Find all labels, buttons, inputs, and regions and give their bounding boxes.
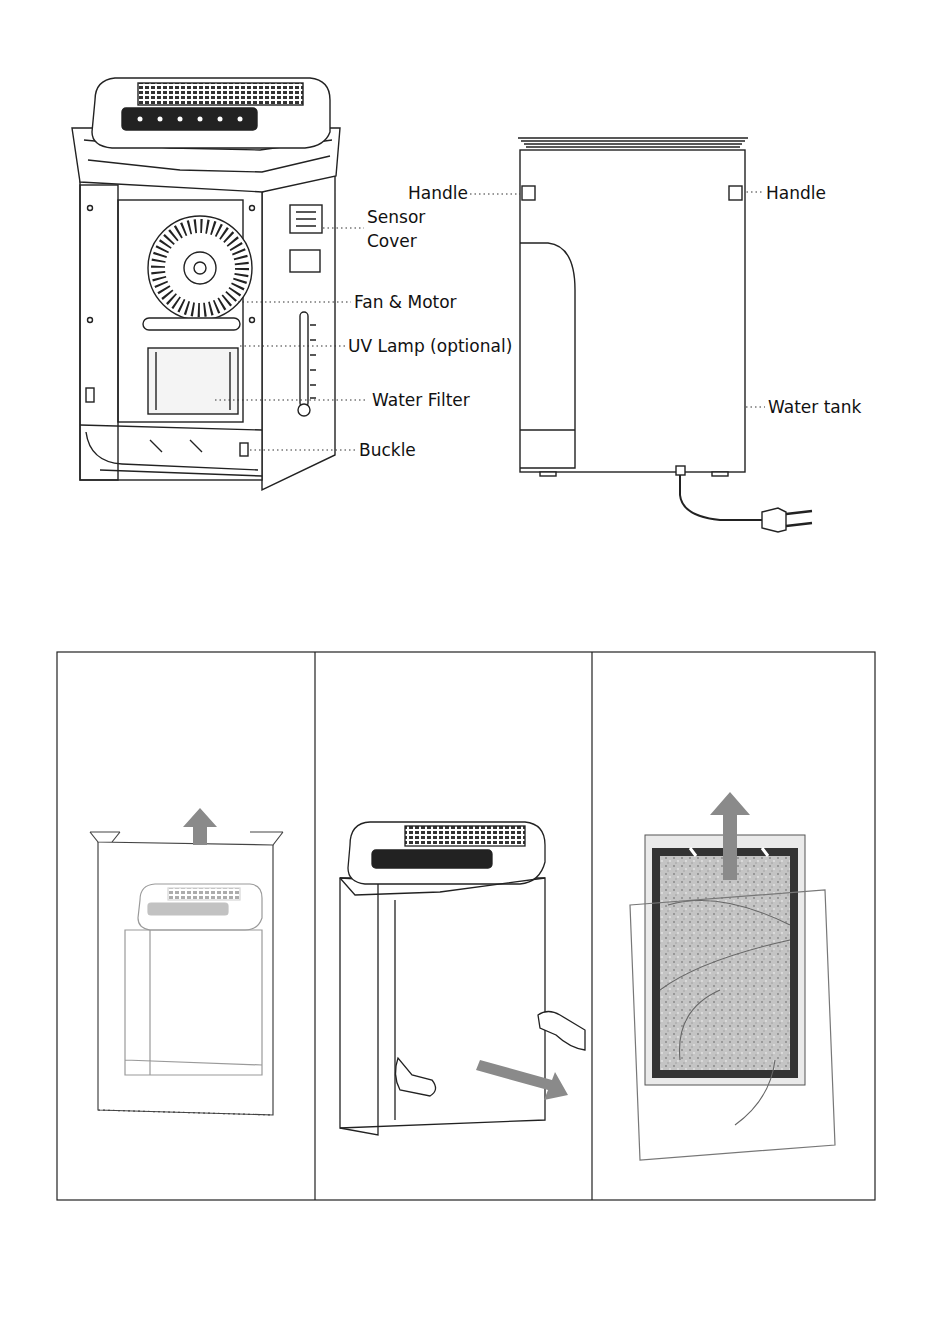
base-tray xyxy=(80,425,262,470)
right-hand xyxy=(538,1012,585,1051)
screw-hole xyxy=(250,318,255,323)
side-face xyxy=(262,160,335,490)
leader-line xyxy=(215,399,368,400)
uv-lamp xyxy=(143,318,240,330)
box-bottom xyxy=(98,1110,273,1115)
panel xyxy=(148,903,228,915)
top-fins xyxy=(518,138,748,147)
leader-line xyxy=(240,345,345,346)
side-slot xyxy=(290,250,320,272)
tank-line xyxy=(520,429,575,430)
lift-arrow xyxy=(183,808,217,845)
left-hand xyxy=(395,1058,435,1096)
bag-creases xyxy=(660,901,790,1126)
front-face xyxy=(80,180,262,480)
sensor-cover xyxy=(290,205,322,233)
handle xyxy=(729,186,742,200)
gauge-bulb xyxy=(298,404,310,416)
handle xyxy=(522,186,535,200)
filter-border xyxy=(652,848,798,1078)
box xyxy=(98,842,273,1115)
control-buttons xyxy=(138,117,243,122)
button xyxy=(218,117,223,122)
left-buckle xyxy=(86,388,94,402)
plug xyxy=(762,508,786,532)
leader-line xyxy=(238,301,351,302)
step-panels xyxy=(57,652,875,1200)
box-flaps xyxy=(90,832,283,845)
panel-dividers xyxy=(315,652,592,1200)
power-cord xyxy=(680,475,762,520)
fan xyxy=(148,216,252,320)
button xyxy=(158,117,163,122)
part-label: Handle xyxy=(766,181,826,205)
step-unbox xyxy=(90,808,283,1115)
fan-axle xyxy=(194,262,206,274)
grille xyxy=(168,888,240,900)
button xyxy=(198,117,203,122)
plastic-bag xyxy=(630,890,835,1160)
part-label: Fan & Motor xyxy=(354,290,457,314)
part-label: Water tank xyxy=(768,395,861,419)
buckle xyxy=(240,443,248,456)
step-remove-cover xyxy=(340,822,585,1135)
gauge-ticks xyxy=(310,325,316,398)
purifier-in-box xyxy=(125,884,262,1075)
button xyxy=(238,117,243,122)
top-cap xyxy=(92,78,330,148)
side-body xyxy=(520,150,745,472)
sensor-slots xyxy=(296,212,316,226)
purifier-front-view xyxy=(72,78,340,490)
screw-hole xyxy=(250,206,255,211)
pull-arrow xyxy=(710,792,750,880)
side-edge xyxy=(340,878,395,1135)
air-outlet-grille xyxy=(138,83,303,105)
cord-socket xyxy=(676,466,685,475)
filter-media xyxy=(660,856,790,1070)
filter-frame xyxy=(156,352,230,410)
grille xyxy=(405,826,525,846)
foot xyxy=(540,472,556,476)
screw-hole xyxy=(88,206,93,211)
water-filter xyxy=(148,348,238,414)
body xyxy=(125,930,262,1075)
tray-details xyxy=(100,440,262,476)
cap xyxy=(138,884,262,930)
fan-hub xyxy=(184,252,216,284)
button xyxy=(138,117,143,122)
foot xyxy=(712,472,728,476)
collar xyxy=(340,878,545,895)
water-tank xyxy=(520,243,575,468)
panel-frame xyxy=(57,652,875,1200)
left-pillar xyxy=(80,185,118,480)
cap xyxy=(348,822,545,884)
control-panel xyxy=(372,850,492,868)
water-level-gauge xyxy=(300,312,308,407)
part-label: UV Lamp (optional) xyxy=(348,334,512,358)
control-panel xyxy=(122,108,257,130)
button xyxy=(178,117,183,122)
part-label: Water Filter xyxy=(372,388,470,412)
screw-hole xyxy=(88,318,93,323)
step-unwrap-filter xyxy=(630,792,835,1160)
body xyxy=(340,878,545,1128)
leader-line xyxy=(470,193,520,194)
part-label: Buckle xyxy=(359,438,416,462)
fan-blades xyxy=(158,226,242,310)
pull-arrow xyxy=(476,1060,568,1100)
plug-prongs xyxy=(786,511,812,526)
leader-line xyxy=(323,227,364,228)
part-label: Handle xyxy=(408,181,468,205)
part-label: Sensor Cover xyxy=(367,205,437,253)
leader-line xyxy=(250,449,357,450)
